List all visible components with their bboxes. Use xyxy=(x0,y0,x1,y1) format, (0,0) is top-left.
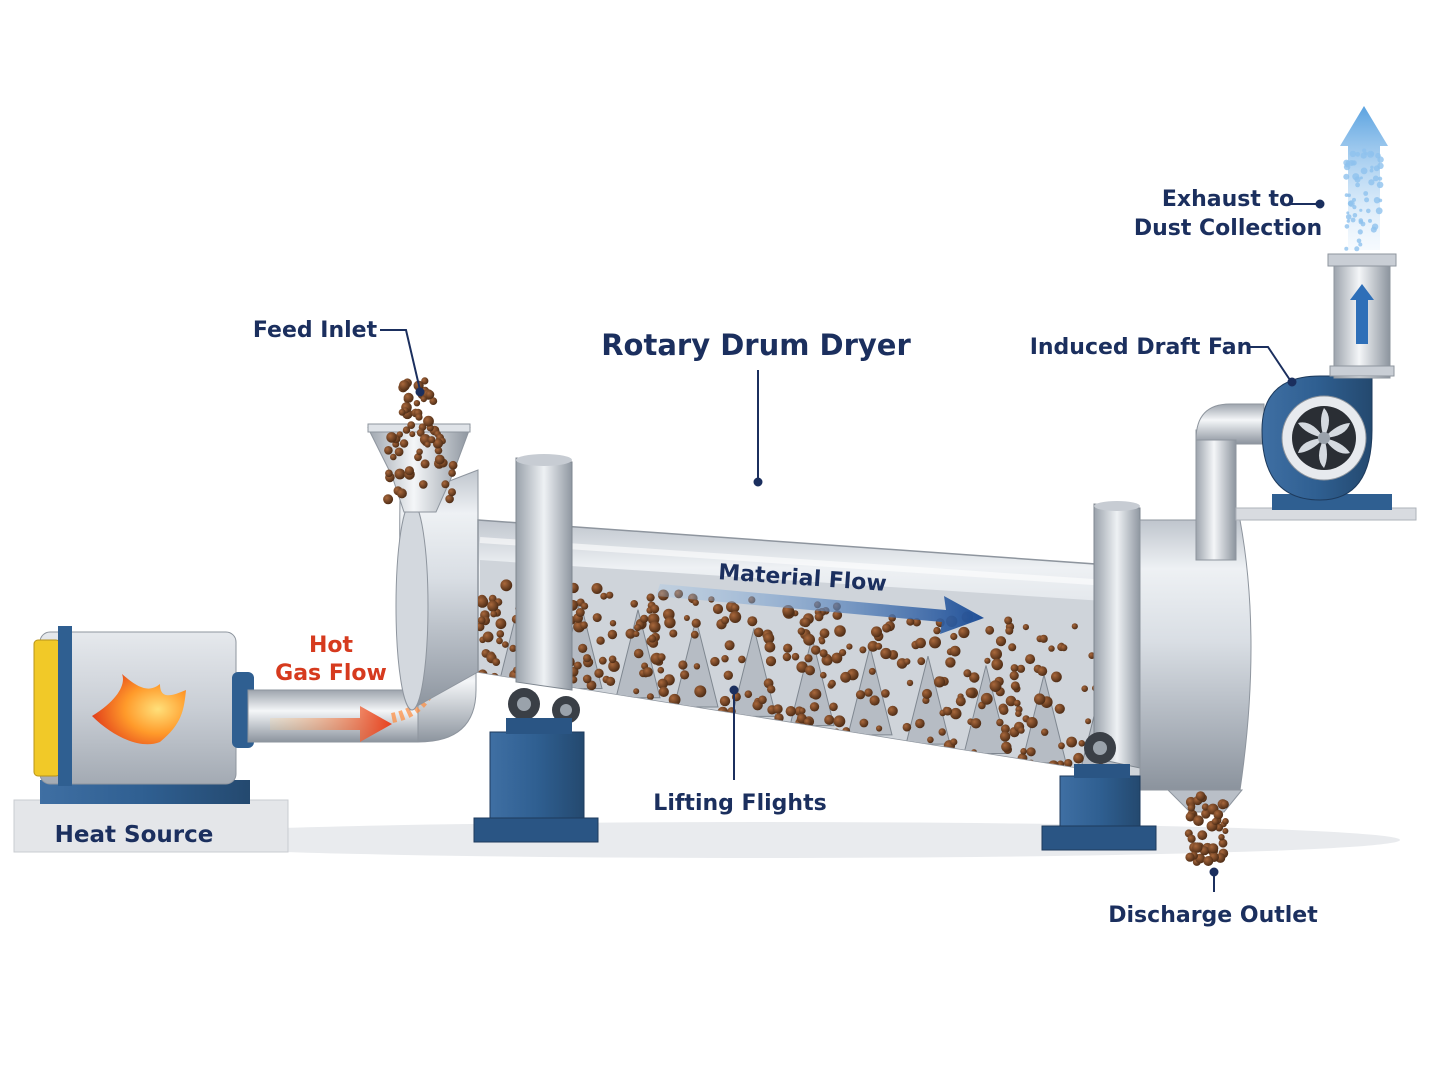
leader-lines xyxy=(380,199,1325,892)
exhaust-plume xyxy=(1340,106,1388,252)
exhaust-up-arrow xyxy=(1340,106,1388,250)
label-hot-gas-flow-line1: Hot xyxy=(309,633,354,658)
heat-source-unit xyxy=(13,626,289,853)
diagram-title: Rotary Drum Dryer xyxy=(601,328,911,362)
label-induced-draft-fan: Induced Draft Fan xyxy=(1030,335,1253,360)
feed-material xyxy=(383,377,458,505)
heat-source-frame-post xyxy=(58,626,72,786)
label-exhaust-line2: Dust Collection xyxy=(1134,216,1322,241)
label-discharge-outlet: Discharge Outlet xyxy=(1108,903,1318,928)
label-hot-gas-flow-line2: Gas Flow xyxy=(275,661,387,686)
flame-icon xyxy=(92,674,186,745)
heat-source-pedestal xyxy=(13,799,289,853)
label-feed-inlet: Feed Inlet xyxy=(253,318,378,343)
discharge-hood xyxy=(1139,519,1252,791)
discharge-material xyxy=(1184,791,1229,866)
material-flow-arrow xyxy=(656,584,984,634)
riding-ring-inlet xyxy=(515,454,573,691)
label-lifting-flights: Lifting Flights xyxy=(653,791,826,816)
stack-up-arrow xyxy=(1350,284,1374,344)
riding-ring-outlet xyxy=(1093,501,1141,769)
support-stand-outlet xyxy=(1041,732,1157,851)
heat-source-yellow-panel xyxy=(33,639,61,777)
induced-draft-fan-unit xyxy=(1235,253,1417,521)
support-stand-inlet xyxy=(473,688,599,843)
label-heat-source: Heat Source xyxy=(55,822,214,848)
exhaust-duct xyxy=(1195,403,1265,561)
hot-gas-arrow xyxy=(270,706,392,742)
fan-icon xyxy=(1298,408,1350,468)
label-exhaust-line1: Exhaust to xyxy=(1162,187,1294,212)
